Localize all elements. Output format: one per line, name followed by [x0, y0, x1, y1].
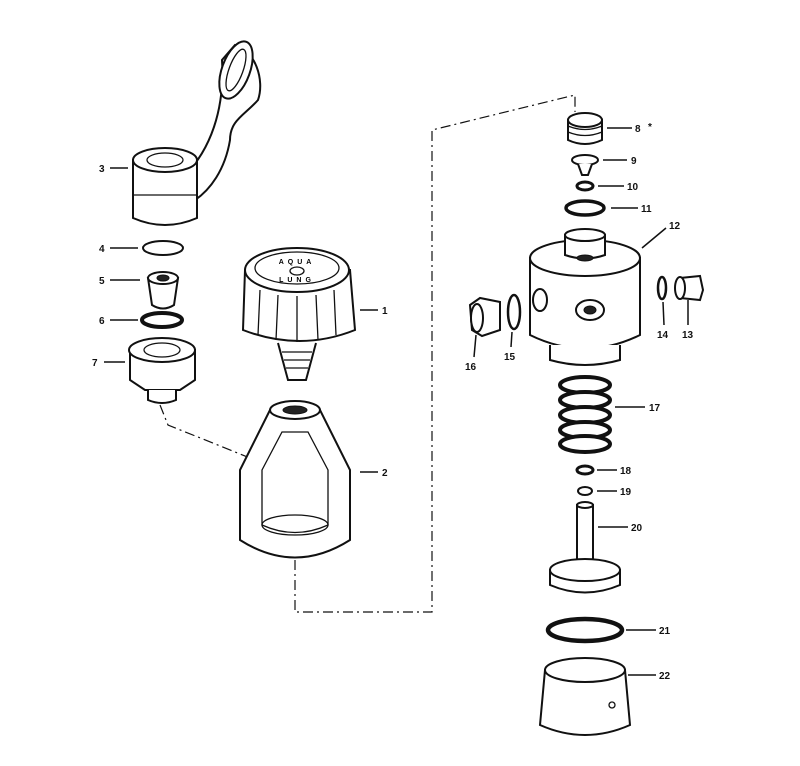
label-part-16: 16: [465, 362, 477, 373]
label-part-8-note: *: [648, 122, 652, 133]
label-part-10: 10: [627, 182, 639, 193]
assembly-line-main: [294, 94, 576, 613]
label-part-5: 5: [99, 276, 105, 287]
part-3-cap: [132, 40, 262, 226]
part-9-valve: [571, 154, 599, 176]
label-part-6: 6: [99, 316, 105, 327]
label-part-20: 20: [631, 523, 643, 534]
part-13-plug: [674, 274, 705, 302]
part-18-o-ring: [575, 464, 595, 476]
part-1-knob: AQUA LUNG: [241, 247, 357, 381]
label-part-3: 3: [99, 164, 105, 175]
part-20-piston: [549, 501, 621, 594]
part-8-seat: [567, 112, 603, 145]
part-16-plug: [468, 296, 501, 338]
label-part-14: 14: [657, 330, 669, 341]
label-part-22: 22: [659, 671, 671, 682]
part-17-spring: [558, 375, 612, 454]
part-10-o-ring: [575, 180, 595, 192]
part-19-washer: [577, 486, 593, 496]
label-part-15: 15: [504, 352, 516, 363]
part-7-nut: [128, 337, 196, 404]
part-4-snap-ring: [142, 240, 184, 256]
leader-lines: [104, 127, 689, 676]
part-6-o-ring: [140, 311, 184, 329]
label-part-18: 18: [620, 466, 632, 477]
assembly-line-left: [159, 404, 256, 461]
label-part-21: 21: [659, 626, 671, 637]
part-15-o-ring: [506, 293, 522, 331]
knob-logo-top: AQUA: [279, 259, 316, 266]
knob-logo-bottom: LUNG: [279, 277, 315, 284]
label-part-17: 17: [649, 403, 661, 414]
label-part-7: 7: [92, 358, 98, 369]
label-part-1: 1: [382, 306, 388, 317]
label-part-8: 8: [635, 124, 641, 135]
part-12-valve-body: [529, 228, 641, 366]
label-part-2: 2: [382, 468, 388, 479]
part-21-o-ring: [545, 616, 625, 644]
label-part-19: 19: [620, 487, 632, 498]
part-22-cap: [538, 657, 632, 736]
part-2-body: [239, 400, 351, 559]
label-part-12: 12: [669, 221, 681, 232]
part-5-filter: [146, 271, 180, 310]
label-part-13: 13: [682, 330, 694, 341]
part-14-o-ring: [656, 275, 668, 301]
label-part-9: 9: [631, 156, 637, 167]
label-part-4: 4: [99, 244, 105, 255]
part-11-o-ring: [564, 199, 606, 217]
label-part-11: 11: [641, 204, 652, 215]
